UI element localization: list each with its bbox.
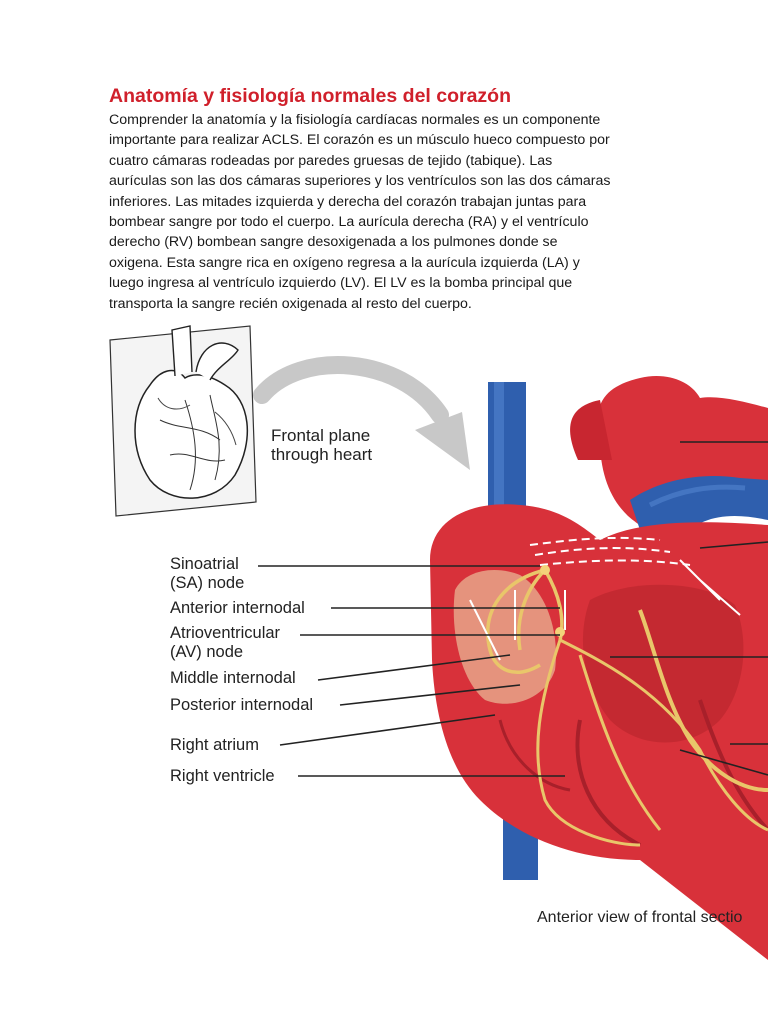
arrow-to-section bbox=[253, 356, 470, 470]
paragraph-line: Comprender la anatomía y la fisiología c… bbox=[109, 112, 601, 128]
heart-illustration bbox=[109, 325, 768, 960]
plane-label-line2: through heart bbox=[271, 445, 373, 464]
great-vessels bbox=[488, 376, 768, 880]
label-middle-internodal: Middle internodal bbox=[170, 669, 296, 687]
label-sa-node-line2: (SA) node bbox=[170, 574, 245, 592]
label-sa-node-line1: Sinoatrial bbox=[170, 555, 239, 573]
label-right-atrium: Right atrium bbox=[170, 736, 259, 754]
paragraph-line: cuatro cámaras rodeadas por paredes grue… bbox=[109, 152, 553, 169]
paragraph-line: bombear sangre por todo el cuerpo. La au… bbox=[109, 214, 589, 231]
paragraph-line: oxigena. Esta sangre rica en oxígeno reg… bbox=[109, 254, 580, 271]
paragraph-line: inferiores. Las mitades izquierda y dere… bbox=[109, 193, 587, 210]
label-right-ventricle: Right ventricle bbox=[170, 767, 275, 785]
paragraph-line: transporta la sangre recién oxigenada al… bbox=[109, 295, 472, 312]
page-title: Anatomía y fisiología normales del coraz… bbox=[109, 85, 512, 107]
paragraph-line: importante para realizar ACLS. El corazó… bbox=[109, 132, 610, 149]
paragraph-line: aurículas son las dos cámaras superiores… bbox=[109, 173, 611, 190]
plane-label-line1: Frontal plane bbox=[271, 426, 371, 445]
label-av-node-line2: (AV) node bbox=[170, 643, 244, 661]
frontal-plane-sketch bbox=[109, 325, 257, 517]
paragraph-line: luego ingresa al ventrículo izquierdo (L… bbox=[109, 275, 573, 292]
body-paragraph: Comprender la anatomía y la fisiología c… bbox=[109, 110, 669, 314]
heart-section bbox=[430, 504, 768, 960]
figure-caption: Anterior view of frontal sectio bbox=[537, 909, 743, 926]
paragraph-line: derecho (RV) bombean sangre desoxigenada… bbox=[109, 234, 558, 251]
label-av-node-line1: Atrioventricular bbox=[170, 624, 281, 642]
label-anterior-internodal: Anterior internodal bbox=[170, 599, 305, 617]
leader-lines bbox=[258, 441, 768, 777]
heart-conduction-figure: Frontal plane through heart Sinoatrial (… bbox=[0, 320, 768, 960]
label-posterior-internodal: Posterior internodal bbox=[170, 696, 314, 714]
